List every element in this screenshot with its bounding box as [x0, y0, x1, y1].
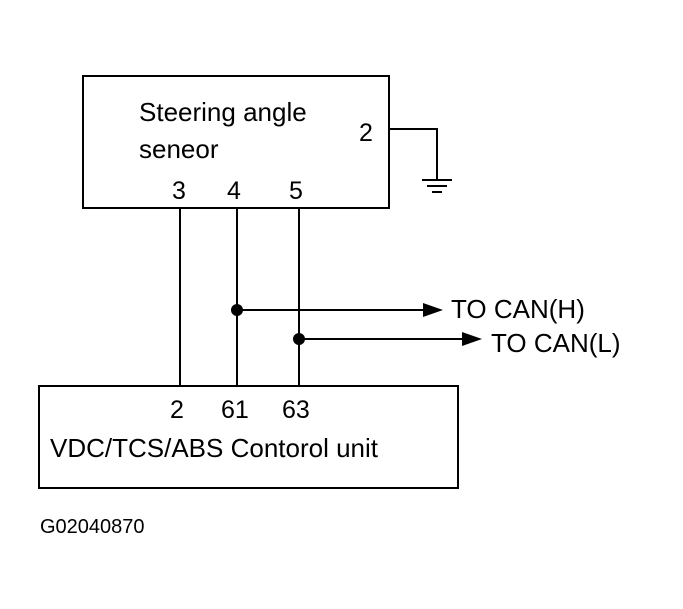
- ground-connection: [389, 128, 452, 193]
- figure-code: G02040870: [40, 516, 145, 538]
- ground-icon: [422, 179, 452, 193]
- control-unit-pin-63-label: 63: [282, 396, 310, 424]
- control-unit: 2 61 63 VDC/TCS/ABS Contorol unit: [38, 385, 459, 489]
- sensor-name-line2: seneor: [139, 134, 219, 164]
- sensor-pin-4-label: 4: [227, 177, 241, 205]
- sensor-pin-5-label: 5: [289, 177, 303, 205]
- can-l-label: TO CAN(L): [491, 328, 621, 358]
- control-unit-pin-2-label: 2: [170, 396, 184, 424]
- ground-wire: [389, 128, 438, 180]
- sensor-pin-3-label: 3: [172, 177, 186, 205]
- steering-angle-sensor: Steering angle seneor 2 3 4 5: [82, 75, 390, 209]
- sensor-pin-2-label: 2: [359, 119, 373, 147]
- control-unit-name: VDC/TCS/ABS Contorol unit: [50, 433, 379, 463]
- sensor-box: [82, 75, 390, 209]
- can-h-branch: TO CAN(H): [231, 294, 585, 324]
- control-unit-pin-61-label: 61: [221, 396, 249, 424]
- sensor-name-line1: Steering angle: [139, 97, 307, 127]
- can-h-arrow-icon: [423, 303, 443, 317]
- control-unit-box: [38, 385, 459, 489]
- can-h-label: TO CAN(H): [451, 294, 585, 324]
- can-l-arrow-icon: [462, 332, 482, 346]
- can-l-branch: TO CAN(L): [293, 328, 621, 358]
